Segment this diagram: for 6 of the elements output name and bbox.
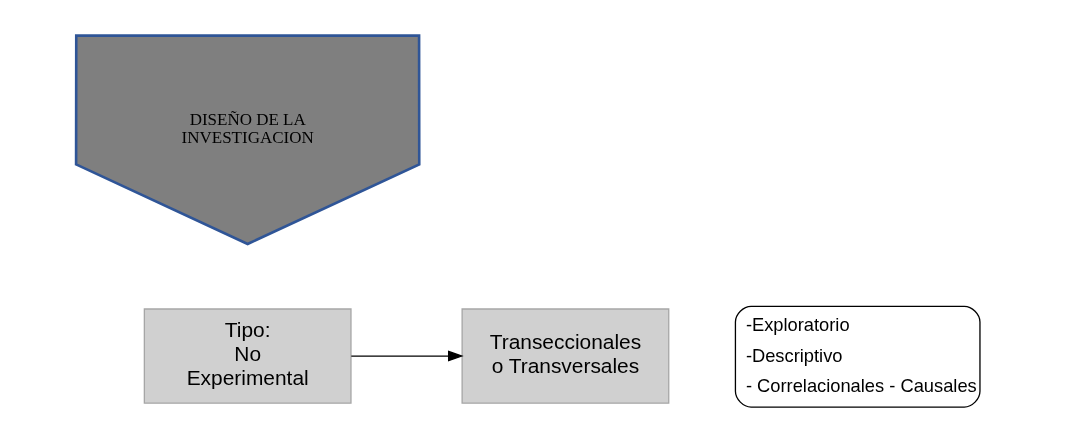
label: - Correlacionales - Causales — [745, 374, 977, 396]
arrow — [350, 350, 464, 362]
node-box: Transeccionales o Transversales — [460, 308, 669, 404]
label: -Exploratorio — [745, 314, 850, 336]
node-box: Tipo: No Experimental — [143, 308, 352, 404]
label: -Descriptivo — [745, 344, 842, 366]
